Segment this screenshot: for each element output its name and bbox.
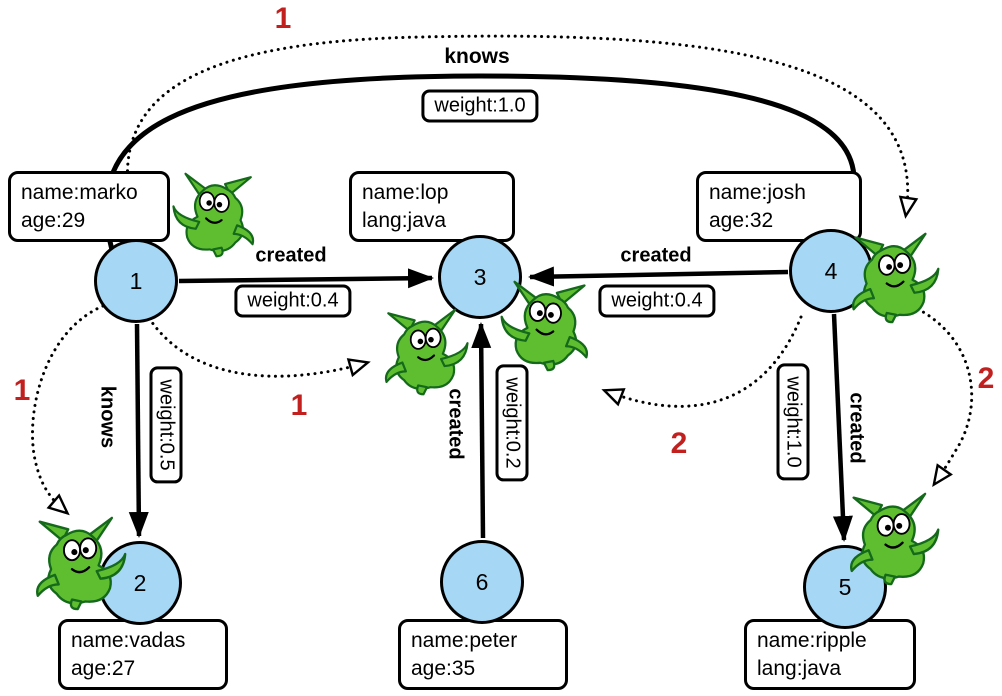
vertex-1-properties: name:marko age:29 <box>8 171 170 243</box>
edge-label-knows-vertical: knows <box>96 385 119 449</box>
edge-marko-knows-josh <box>103 73 860 251</box>
vertex-2-properties: name:vadas age:27 <box>58 619 228 691</box>
vertex-3-properties: name:lop lang:java <box>349 171 515 243</box>
vertex-6-id: 6 <box>475 568 489 595</box>
traversal-marker-left: 1 <box>13 374 31 407</box>
vertex-6: 6 <box>440 540 524 624</box>
vertex-4: 4 <box>789 229 873 313</box>
vertex-1-id: 1 <box>129 267 143 294</box>
traversal-marker-top: 1 <box>274 2 292 35</box>
edge-peter-created-lop <box>471 322 492 539</box>
vertex-3-id: 3 <box>473 263 487 290</box>
property-line: age:32 <box>709 208 774 232</box>
vertex-3: 3 <box>438 235 522 319</box>
weight-box-created-right: weight:0.4 <box>598 284 716 318</box>
edge-label-created-right: created <box>620 244 692 267</box>
weight-box-created-ripple: weight:1.0 <box>776 363 810 481</box>
traversal-marker-right: 2 <box>977 362 995 395</box>
property-line: name:josh <box>709 181 806 204</box>
edge-marko-created-lop <box>178 268 434 289</box>
property-line: age:27 <box>71 656 136 680</box>
edge-label-knows-top: knows <box>444 45 510 68</box>
traversal-path-center <box>147 316 371 378</box>
edge-label-created-ripple: created <box>845 392 868 464</box>
traversal-path-top <box>126 34 919 256</box>
traversal-path-right <box>885 295 974 488</box>
traversal-path-middle-right <box>601 315 803 408</box>
edge-josh-created-ripple <box>831 313 853 542</box>
edge-josh-created-lop <box>528 266 789 287</box>
vertex-6-properties: name:peter age:35 <box>398 619 568 691</box>
weight-box-created-peter: weight:0.2 <box>495 364 529 482</box>
weight-box-created-left: weight:0.4 <box>234 284 352 318</box>
traversal-marker-center: 1 <box>290 389 308 422</box>
edge-lines <box>103 73 860 542</box>
edge-marko-knows-vadas <box>128 323 149 538</box>
edge-label-created-peter: created <box>444 388 467 460</box>
property-line: name:marko <box>21 181 138 204</box>
property-line: name:peter <box>411 629 518 652</box>
weight-box-knows-vertical: weight:0.5 <box>149 366 183 484</box>
vertex-5-properties: name:ripple lang:java <box>744 619 916 691</box>
property-line: age:35 <box>411 656 476 680</box>
property-line: name:vadas <box>71 629 186 652</box>
vertex-1: 1 <box>94 239 178 323</box>
property-line: age:29 <box>21 208 86 232</box>
traversal-marker-middle-right: 2 <box>670 427 688 460</box>
property-line: name:ripple <box>757 629 867 652</box>
property-line: lang:java <box>757 656 842 680</box>
vertex-2-id: 2 <box>133 569 147 596</box>
edge-label-created-left: created <box>255 244 327 267</box>
property-line: lang:java <box>362 208 447 232</box>
vertex-5-id: 5 <box>838 573 852 600</box>
weight-box-knows-top: weight:1.0 <box>421 89 539 123</box>
traversal-path-left <box>31 304 105 516</box>
property-line: name:lop <box>362 181 449 204</box>
vertex-4-id: 4 <box>824 257 838 284</box>
vertex-2: 2 <box>98 541 182 625</box>
vertex-5: 5 <box>803 545 887 629</box>
